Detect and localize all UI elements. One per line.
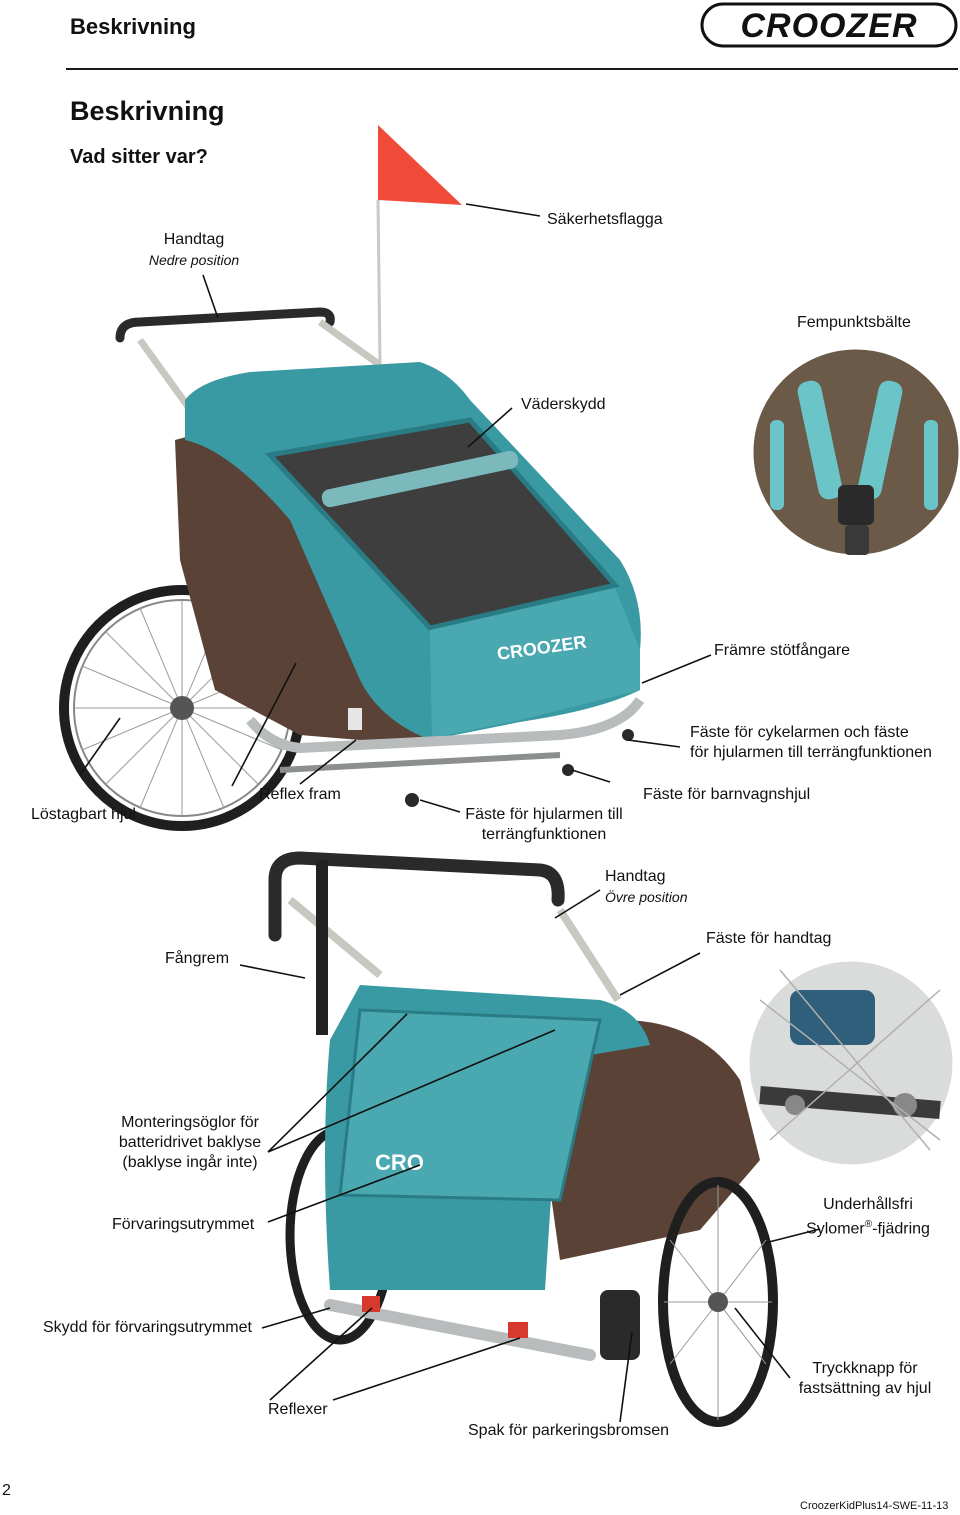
header-title: Beskrivning: [70, 14, 196, 39]
label-handle-lower: Handtag Nedre position: [148, 231, 240, 268]
label-handle-upper: Handtag Övre position: [605, 868, 688, 905]
leader-lines: [79, 203, 821, 1423]
label-mount-eyes: Monteringsöglor för batteridrivet baklys…: [118, 1114, 262, 1171]
storage-flap-icon: [338, 1008, 602, 1202]
reflector-right-icon: [508, 1322, 528, 1338]
label-five-point-belt: Fempunktsbälte: [797, 314, 911, 331]
trailer-logo-bottom: CRO: [375, 1150, 424, 1175]
label-storage-guard: Skydd för förvaringsutrymmet: [43, 1319, 252, 1336]
section-subtitle: Vad sitter var?: [70, 146, 208, 168]
safety-flag-icon: [378, 125, 462, 205]
reflector-left-icon: [362, 1296, 380, 1312]
section-title: Beskrivning: [70, 96, 225, 126]
trailer-bottom-image: CRO: [268, 851, 778, 1427]
label-wheel-arm-mount: Fäste för hjularmen till terrängfunktion…: [465, 806, 623, 843]
header-divider: [66, 68, 958, 70]
document-code: CroozerKidPlus14-SWE-11-13: [800, 1500, 949, 1512]
label-suspension: Underhållsfri Sylomer®-fjädring: [806, 1196, 930, 1238]
label-reflectors: Reflexer: [268, 1401, 328, 1418]
page-number: 2: [2, 1482, 11, 1499]
label-safety-flag: Säkerhetsflagga: [547, 211, 663, 228]
label-weather-cover: Väderskydd: [521, 396, 606, 413]
label-stroller-wheel-mount: Fäste för barnvagnshjul: [643, 786, 811, 803]
trailer-top-image: CROOZER: [59, 125, 645, 831]
label-wrist-strap: Fångrem: [165, 950, 230, 967]
suspension-inset: [746, 958, 956, 1168]
five-point-belt-inset: [750, 346, 960, 558]
croozer-logo: CROOZER: [700, 2, 958, 48]
label-storage: Förvaringsutrymmet: [112, 1216, 255, 1233]
label-front-reflex: Reflex fram: [259, 786, 341, 803]
label-front-bumper: Främre stötfångare: [714, 642, 851, 659]
label-push-button: Tryckknapp för fastsättning av hjul: [798, 1360, 932, 1397]
wrist-strap-icon: [316, 860, 328, 1035]
svg-text:CROOZER: CROOZER: [741, 7, 918, 45]
label-removable-wheel: Löstagbart hjul: [31, 806, 136, 823]
label-parking-brake: Spak för parkeringsbromsen: [468, 1422, 669, 1439]
label-handle-mount: Fäste för handtag: [706, 930, 832, 947]
label-bike-arm-mount: Fäste för cykelarmen och fäste för hjula…: [690, 724, 932, 761]
